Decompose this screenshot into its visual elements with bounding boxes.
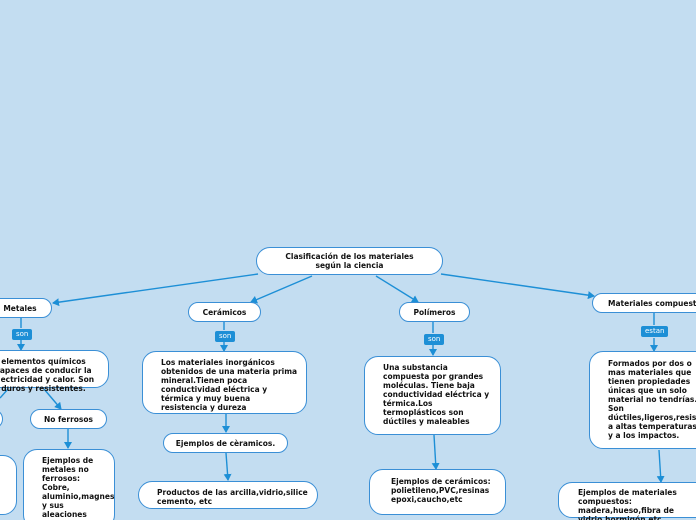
root-label: Clasificación de los materiales según la… — [285, 252, 414, 270]
tag-compuestos-estan: estan — [641, 326, 669, 337]
node-ejemplos-compuestos[interactable]: Ejemplos de materiales compuestos: mader… — [558, 482, 696, 520]
tag-metales-son: son — [12, 329, 33, 340]
node-partial-left-2 — [0, 455, 17, 515]
edge-root-metales — [52, 273, 259, 307]
edge-root-polimeros — [375, 275, 419, 303]
node-metales[interactable]: Metales — [0, 298, 52, 318]
edge-ejemplos-productos — [223, 452, 232, 481]
tag-polimeros-son: son — [424, 334, 445, 345]
ceramicos-definition-text: Los materiales inorgánicos obtenidos de … — [161, 358, 298, 412]
edge-metales-def-noferrosos — [43, 388, 62, 410]
node-compuestos-definition[interactable]: Formados por dos o mas materiales que ti… — [589, 351, 696, 449]
tag-ceramicos-son: son — [215, 331, 236, 342]
ejemplos-no-ferrosos-text: Ejemplos de metales no ferrosos: Cobre, … — [42, 456, 115, 519]
edge-metales-def-left — [0, 388, 9, 399]
node-ceramicos-definition[interactable]: Los materiales inorgánicos obtenidos de … — [142, 351, 307, 414]
node-ejemplos-ceramicos[interactable]: Ejemplos de cèramicos. — [163, 433, 288, 453]
node-ejemplos-polimeros[interactable]: Ejemplos de cerámicos: polietileno,PVC,r… — [369, 469, 506, 515]
node-metales-definition[interactable]: elementos químicos capaces de conducir l… — [0, 350, 109, 393]
no-ferrosos-label: No ferrosos — [43, 414, 94, 424]
ceramicos-label: Cerámicos — [202, 307, 247, 317]
node-no-ferrosos[interactable]: No ferrosos — [30, 409, 107, 429]
metales-label: Metales — [3, 303, 37, 313]
node-materiales-compuestos[interactable]: Materiales compuestos — [592, 293, 696, 313]
ejemplos-compuestos-text: Ejemplos de materiales compuestos: mader… — [578, 488, 677, 520]
node-ejemplos-no-ferrosos[interactable]: Ejemplos de metales no ferrosos: Cobre, … — [23, 449, 115, 520]
root-node[interactable]: Clasificación de los materiales según la… — [256, 247, 443, 275]
node-ceramicos[interactable]: Cerámicos — [188, 302, 261, 322]
node-polimeros[interactable]: Polímeros — [399, 302, 470, 322]
edge-root-compuestos — [440, 273, 595, 300]
polimeros-label: Polímeros — [413, 307, 456, 317]
edge-root-ceramicos — [250, 275, 313, 304]
metales-definition-text: elementos químicos capaces de conducir l… — [0, 357, 95, 393]
edge-compuestos-def-ejemplos — [656, 449, 665, 483]
productos-text: Productos de las arcilla,vidrio,silice c… — [157, 488, 308, 506]
node-productos[interactable]: Productos de las arcilla,vidrio,silice c… — [138, 481, 318, 509]
edge-polimeros-def-ejemplos — [431, 434, 440, 470]
compuestos-label: Materiales compuestos — [608, 298, 696, 308]
ejemplos-polimeros-text: Ejemplos de cerámicos: polietileno,PVC,r… — [391, 477, 491, 504]
compuestos-definition-text: Formados por dos o mas materiales que ti… — [608, 359, 696, 440]
node-polimeros-definition[interactable]: Una substancia compuesta por grandes mol… — [364, 356, 501, 435]
polimeros-definition-text: Una substancia compuesta por grandes mol… — [383, 363, 490, 426]
ejemplos-ceramicos-label: Ejemplos de cèramicos. — [175, 438, 276, 448]
